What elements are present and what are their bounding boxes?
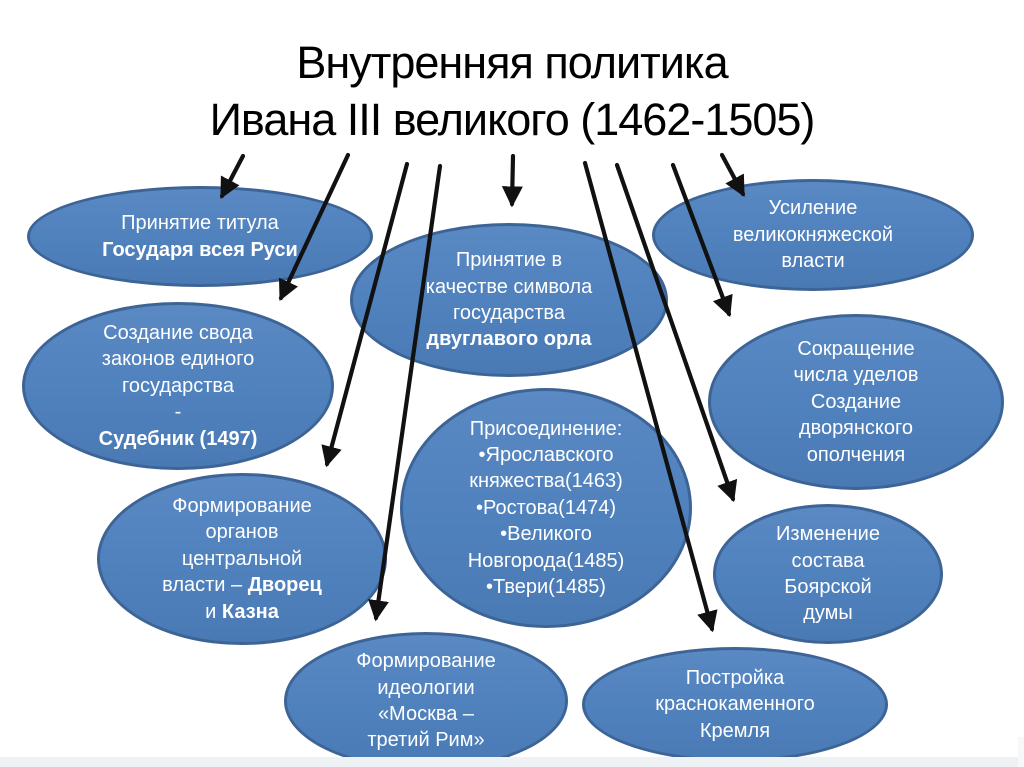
arrow-to-eagle-symbol [501, 153, 523, 208]
page-title-line1: Внутренняя политика [296, 37, 728, 88]
ellipse-annexation: Присоединение: •Ярославского княжества(1… [400, 388, 692, 628]
ellipse-text-line: государства [453, 302, 565, 324]
ellipse-text-line: Создание свода [103, 322, 253, 345]
ellipse-text-line: Боярской [784, 576, 872, 598]
ellipse-text-line: идеологии [377, 676, 475, 699]
ellipse-text-line: Формирование [356, 650, 496, 673]
page-title-line2: Ивана III великого (1462-1505) [209, 94, 816, 145]
ellipse-text-line: думы [803, 602, 853, 625]
ellipse-text-line: третий Рим» [367, 729, 485, 752]
ellipse-text-segment: и [205, 600, 222, 623]
ellipse-text-line: Формирование [172, 495, 312, 518]
ellipse-text-line: Новгорода(1485) [467, 549, 625, 572]
ellipse-text-line: Усиление [768, 197, 858, 220]
ellipse-text-line: Принятие в [455, 249, 563, 272]
ellipse-text-line: Постройка [685, 666, 785, 689]
ellipse-text-line: власти [781, 250, 845, 273]
ellipse-udel-reduction: Сокращение числа уделов Создание дворянс… [708, 314, 1004, 490]
ellipse-eagle-symbol: Принятие в качестве символа государства … [350, 223, 668, 377]
ellipse-text-line: Сокращение [797, 338, 915, 361]
ellipse-boyar-duma: Изменение состава Боярской думы [713, 504, 943, 644]
ellipse-text-line: и Казна [162, 599, 322, 625]
ellipse-text-line: Принятие титула [121, 212, 279, 235]
ellipse-text-segment: Дворец [247, 574, 322, 597]
ellipse-text-line: государства [122, 374, 234, 397]
slide-right-edge [1018, 737, 1024, 767]
ellipse-text-line: - [174, 401, 182, 424]
ellipse-text-line: княжества(1463) [469, 470, 623, 493]
ellipse-ideology: Формирование идеологии «Москва – третий … [284, 632, 568, 767]
ellipse-text-line: краснокаменного [655, 693, 815, 716]
ellipse-text-line: состава [791, 549, 865, 572]
ellipse-text-line: Создание [810, 390, 902, 413]
ellipse-kremlin: Постройка краснокаменного Кремля [582, 647, 888, 762]
ellipse-text-line: числа уделов [793, 364, 919, 387]
ellipse-law-code: Создание свода законов единого государст… [22, 302, 334, 470]
ellipse-text-line: власти – Дворец [162, 572, 322, 598]
ellipse-text-line: •Великого [500, 523, 592, 546]
ellipse-text-segment: Казна [221, 600, 279, 623]
ellipse-text-line: центральной [181, 547, 303, 570]
ellipse-text-line: Кремля [699, 719, 771, 742]
slide-bottom-edge [0, 757, 1024, 767]
ellipse-text-line: качестве символа [425, 275, 593, 298]
ellipse-text-line: дворянского [798, 417, 914, 440]
ellipse-text-line: Изменение [776, 523, 880, 546]
ellipse-text-line: двуглавого орла [426, 328, 592, 351]
ellipse-grand-power: Усиление великокняжеской власти [652, 179, 974, 291]
ellipse-central-organs: Формирование органов центральной власти … [97, 473, 387, 645]
ellipse-text-segment: власти – [162, 574, 248, 597]
ellipse-text-line: Присоединение: [469, 417, 623, 440]
ellipse-text-line: великокняжеской [732, 223, 894, 246]
ellipse-text-line: органов [205, 521, 279, 544]
ellipse-text-line: Судебник (1497) [98, 427, 258, 450]
ellipse-text-line: •Твери(1485) [486, 575, 606, 598]
page-title: Внутренняя политика Ивана III великого (… [0, 34, 1024, 148]
ellipse-title-adoption: Принятие титула Государя всея Руси [27, 186, 373, 287]
ellipse-text-line: •Ярославского [478, 444, 614, 467]
ellipse-text-line: «Москва – [377, 703, 475, 725]
ellipse-text-line: Государя всея Руси [102, 238, 298, 261]
ellipse-text-line: законов единого [101, 348, 255, 371]
ellipse-text-line: ополчения [806, 443, 906, 466]
ellipse-text-line: •Ростова(1474) [476, 496, 616, 519]
